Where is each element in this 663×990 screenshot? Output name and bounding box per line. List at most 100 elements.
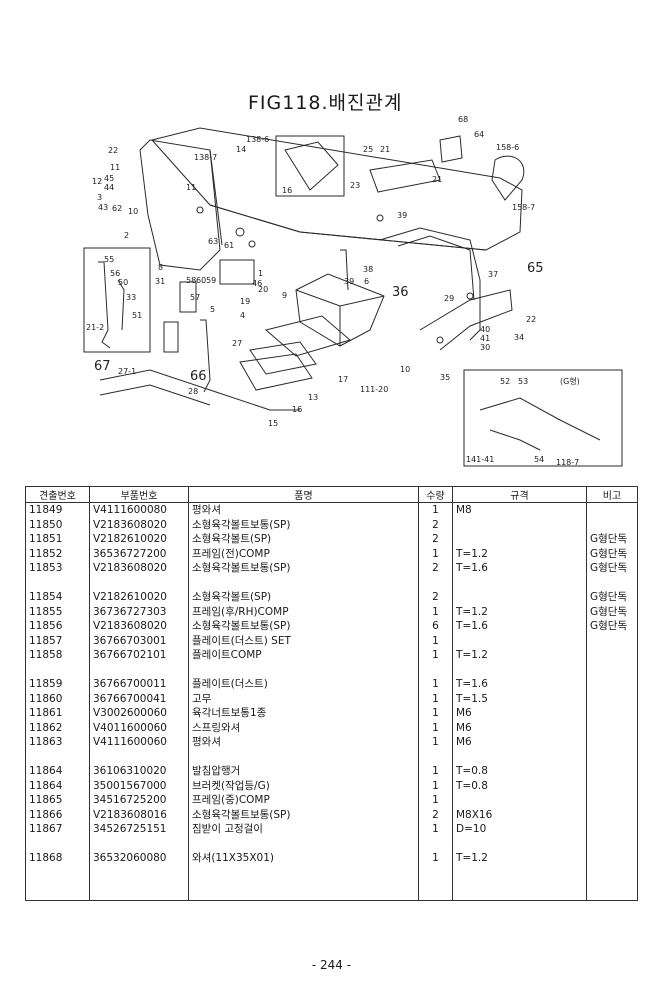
cell-empty <box>452 865 587 901</box>
cell-remarks <box>586 633 638 648</box>
svg-text:23: 23 <box>350 181 360 190</box>
svg-text:56: 56 <box>110 269 120 278</box>
cell-part-no: V2183608020 <box>89 517 189 532</box>
svg-text:14: 14 <box>236 145 246 154</box>
cell-spec: T=1.2 <box>452 604 587 619</box>
svg-text:60: 60 <box>196 276 206 285</box>
svg-text:27-1: 27-1 <box>118 367 136 376</box>
cell-remarks <box>586 822 638 837</box>
cell-remarks <box>586 807 638 822</box>
cell-empty <box>586 865 638 901</box>
cell-index-no: 11861 <box>25 706 90 721</box>
header-part-no: 부품번호 <box>89 486 189 503</box>
cell-spec <box>452 749 587 764</box>
svg-text:21-2: 21-2 <box>86 323 104 332</box>
table-row <box>25 575 638 590</box>
svg-text:10: 10 <box>128 207 138 216</box>
cell-part-no: 36736727303 <box>89 604 189 619</box>
svg-text:68: 68 <box>458 115 468 124</box>
cell-quantity: 2 <box>418 532 453 547</box>
svg-text:67: 67 <box>94 359 111 374</box>
cell-spec: M6 <box>452 735 587 750</box>
cell-part-name: 프레임(중)COMP <box>188 793 419 808</box>
svg-text:9: 9 <box>282 291 287 300</box>
cell-quantity: 2 <box>418 561 453 576</box>
table-row <box>25 749 638 764</box>
svg-text:51: 51 <box>132 311 142 320</box>
cell-part-no: 34516725200 <box>89 793 189 808</box>
svg-text:17: 17 <box>338 375 348 384</box>
svg-text:8: 8 <box>158 263 163 272</box>
cell-spec: T=1.2 <box>452 648 587 663</box>
cell-spec: M8 <box>452 502 587 518</box>
cell-part-name: 플레이트(더스트) <box>188 677 419 692</box>
cell-remarks: G형단독 <box>586 532 638 547</box>
svg-text:138-7: 138-7 <box>194 153 217 162</box>
svg-text:21: 21 <box>380 145 390 154</box>
svg-text:13: 13 <box>308 393 318 402</box>
cell-spec <box>452 836 587 851</box>
svg-text:45: 45 <box>104 174 114 183</box>
svg-text:63: 63 <box>208 237 218 246</box>
cell-quantity: 1 <box>418 793 453 808</box>
page-number: - 244 - <box>311 958 352 972</box>
cell-spec: M8X16 <box>452 807 587 822</box>
cell-remarks <box>586 677 638 692</box>
svg-text:22: 22 <box>108 146 118 155</box>
cell-part-no: 36766700041 <box>89 691 189 706</box>
cell-spec: T=1.2 <box>452 546 587 561</box>
cell-part-name: 플레이트COMP <box>188 648 419 663</box>
svg-text:16: 16 <box>292 405 302 414</box>
cell-spec <box>452 662 587 677</box>
cell-spec: T=1.2 <box>452 851 587 866</box>
cell-remarks <box>586 502 638 518</box>
cell-spec: M6 <box>452 706 587 721</box>
cell-remarks: G형단독 <box>586 619 638 634</box>
cell-quantity <box>418 662 453 677</box>
cell-quantity <box>418 575 453 590</box>
cell-part-name <box>188 575 419 590</box>
cell-part-no: V2183608020 <box>89 561 189 576</box>
svg-text:3: 3 <box>97 193 102 202</box>
cell-part-no: 36766703001 <box>89 633 189 648</box>
svg-text:25: 25 <box>363 145 373 154</box>
cell-remarks <box>586 778 638 793</box>
cell-part-name <box>188 662 419 677</box>
cell-index-no: 11850 <box>25 517 90 532</box>
cell-part-name: 평와셔 <box>188 735 419 750</box>
header-spec: 규격 <box>452 486 587 503</box>
cell-quantity: 1 <box>418 648 453 663</box>
cell-part-name: 발침압행거 <box>188 764 419 779</box>
cell-index-no: 11857 <box>25 633 90 648</box>
diagram-left-panel <box>139 139 221 271</box>
svg-text:34: 34 <box>514 333 524 342</box>
cell-index-no <box>25 662 90 677</box>
diagram-top-frame <box>151 127 523 251</box>
svg-text:11: 11 <box>110 163 120 172</box>
header-part-name: 품명 <box>188 486 419 503</box>
cell-index-no <box>25 749 90 764</box>
svg-text:59: 59 <box>206 276 216 285</box>
cell-part-no: 36536727200 <box>89 546 189 561</box>
cell-quantity: 1 <box>418 691 453 706</box>
cell-spec <box>452 633 587 648</box>
svg-text:46: 46 <box>252 279 262 288</box>
header-quantity: 수량 <box>418 486 453 503</box>
cell-remarks <box>586 720 638 735</box>
svg-text:39: 39 <box>397 211 407 220</box>
cell-index-no: 11856 <box>25 619 90 634</box>
cell-part-name: 프레임(후/RH)COMP <box>188 604 419 619</box>
cell-empty <box>188 865 419 901</box>
cell-part-no: 36766702101 <box>89 648 189 663</box>
svg-text:58: 58 <box>186 276 196 285</box>
